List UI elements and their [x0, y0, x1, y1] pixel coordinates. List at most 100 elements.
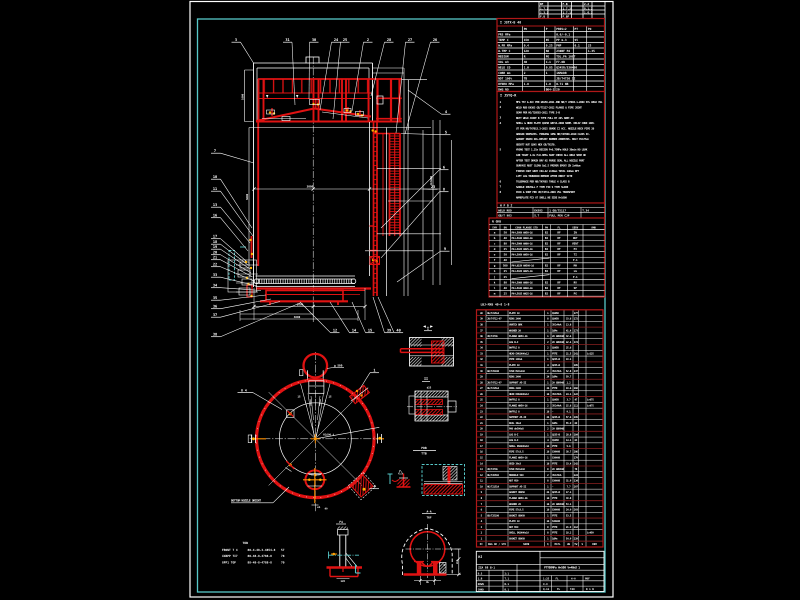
bom-cell: GASKET XB450	[509, 538, 525, 541]
bom-cell: 16	[546, 497, 549, 500]
tech-note-line: SURFACE RUST CLEAN Sa2.5 PRIMER EPOXY ZN…	[516, 164, 581, 168]
bom-cell: 5.6	[567, 445, 572, 448]
tech-spec-cell: 1.35	[588, 49, 595, 53]
bom-cell: 1	[547, 485, 549, 488]
bom-cell: 16	[546, 451, 549, 454]
bom-cell: 9	[481, 491, 483, 494]
balloon-number: 8	[443, 188, 445, 192]
bom-cell: 38	[480, 323, 483, 326]
bom-cell: 21	[480, 422, 483, 425]
tech-spec-cell: F7.0B	[556, 60, 565, 64]
tech-spec-cell: R	[524, 55, 526, 59]
balloon: 5	[400, 131, 451, 136]
bom-cell: 5	[481, 514, 483, 517]
sheet-frame	[189, 0, 614, 598]
weld-cell: S.T	[534, 214, 539, 218]
tech-note-no: 4	[500, 121, 502, 125]
balloon: 34	[211, 284, 262, 291]
bom-cell: 16	[546, 520, 549, 523]
nozzle-cell: m	[494, 291, 496, 295]
bom-cell: 28.8	[566, 433, 572, 436]
revision-cell: 2.2	[584, 2, 589, 6]
balloon: 14	[329, 301, 359, 334]
detail-ii: II d25	[407, 377, 457, 422]
bom-cell: GB/T25198	[487, 514, 499, 517]
nozzle-cell: c	[494, 241, 496, 245]
bom-cell: 38.7	[566, 451, 572, 454]
replace-cell: 80-4-48-3-4854-8	[248, 548, 276, 552]
bom-header-cell: DWG NO / STD	[488, 543, 507, 546]
weld-cell: 1 GB/T5117	[549, 208, 566, 212]
tech-spec-cell: PRS MPa	[498, 33, 510, 37]
bom-cell: 1	[547, 323, 549, 326]
tech-notes: I JSYQ-R 1 MFG TST & ACC PER GB150-2011 …	[496, 90, 606, 204]
nozzle-cell: TI	[574, 253, 578, 257]
bom-cell: PAD dn500x8	[509, 428, 524, 431]
bom-cell: 52.8	[566, 370, 572, 373]
bom-cell: 55.0	[566, 422, 572, 425]
bom-cell: 21.5	[566, 352, 572, 355]
balloon-number: 20	[213, 251, 217, 255]
bom-cell: JB/T4736	[487, 335, 498, 338]
nozzle-cell: a	[494, 230, 496, 234]
bom-cell: HG/T21514	[487, 485, 499, 488]
tech-note-no: 8	[500, 190, 502, 194]
balloon: 10	[211, 175, 253, 229]
balloon: 36	[211, 298, 272, 310]
bom-cell: 209	[574, 416, 579, 419]
bom-cell: SHELL DN2400x10	[509, 445, 529, 448]
dwg-no: T48	[570, 588, 575, 591]
bom-cell: PTFE	[552, 514, 558, 517]
bom-cell: 35CrMoA	[552, 393, 562, 396]
bom-cell: 2	[547, 404, 549, 407]
bom-cell: 19	[480, 433, 483, 436]
balloon: 35	[211, 294, 267, 301]
cert-no: ZZA 88 B-1	[478, 565, 495, 569]
nozzle-table-title: N GKB	[492, 220, 501, 224]
balloon-number: 38	[213, 333, 217, 337]
bom-cell: PIPE 57x3.5	[509, 451, 524, 454]
bom-cell: 1.2	[567, 381, 572, 384]
bom-cell: 42.4	[566, 341, 572, 344]
tech-spec-cell: 60	[546, 49, 550, 53]
bom-cell: 1	[547, 358, 549, 361]
bom-cell: HG/T20592	[487, 474, 499, 477]
nozzle-cell: PH-L5050 WN50-16	[512, 231, 534, 234]
bom-cell: 25	[480, 399, 483, 402]
bom-cell: PTFE	[552, 445, 558, 448]
balloon-number: 36	[213, 305, 217, 309]
saddle-label: A-A	[426, 509, 431, 513]
bom-cell: 2	[547, 347, 549, 350]
bom-cell: 20 GB9948	[552, 468, 564, 471]
tech-note-line: UT PER NB/T47013.3-2015 GRADE II ACC. NO…	[516, 127, 595, 131]
bom-cell: -	[552, 410, 554, 413]
bom-table: LBJ-MXB 40-0 1-8 40 HG/T21514 PLATE 10 1…	[475, 303, 604, 548]
nozzle-cell: RF	[557, 264, 561, 268]
balloon-number: 19	[213, 245, 217, 249]
balloon: 22	[211, 263, 255, 282]
tech-note-line: WELD ROD E4303 GB/T5117-2012 FLANGE & PI…	[516, 105, 582, 109]
bom-cell: 16Mn	[552, 538, 558, 541]
nozzle-cell: k	[494, 280, 496, 284]
bom-cell: 33.4	[566, 462, 572, 465]
bom-cell: 20 GB9948	[552, 341, 564, 344]
title-block: HJ ZZA 88 B-1 PTT08MPa H=500 V=40m3 1 D.…	[475, 550, 605, 592]
nozzle-cell: 25	[504, 247, 508, 251]
bom-cell: 4	[481, 520, 483, 523]
nozzle-header-cell: CONN FLANGE STD	[515, 226, 538, 229]
tech-note-line: SEAM PER HG/T20583-2011 TYPE 3-B	[516, 111, 560, 115]
detail-leg: F4 120	[326, 520, 362, 583]
tech-spec-title: I JSTX-B 40	[500, 21, 521, 25]
balloon-number: 16	[213, 214, 217, 218]
nozzle-cell: B2	[545, 241, 549, 245]
nozzle-header-cell: DN	[504, 226, 508, 229]
bom-cell: 122	[574, 393, 579, 396]
bom-cell: MANHOLE 500	[509, 474, 524, 477]
bom-cell: 35CrMoA	[552, 370, 562, 373]
balloon-number: 34	[213, 284, 217, 288]
tech-note-line: LIFT LUG TRUNNION REMOVE AFTER ERECT SIT…	[516, 174, 573, 178]
nozzle-cell: RF	[557, 291, 561, 295]
balloon: 15	[351, 301, 375, 334]
bom-header-cell: NAME	[523, 543, 530, 546]
